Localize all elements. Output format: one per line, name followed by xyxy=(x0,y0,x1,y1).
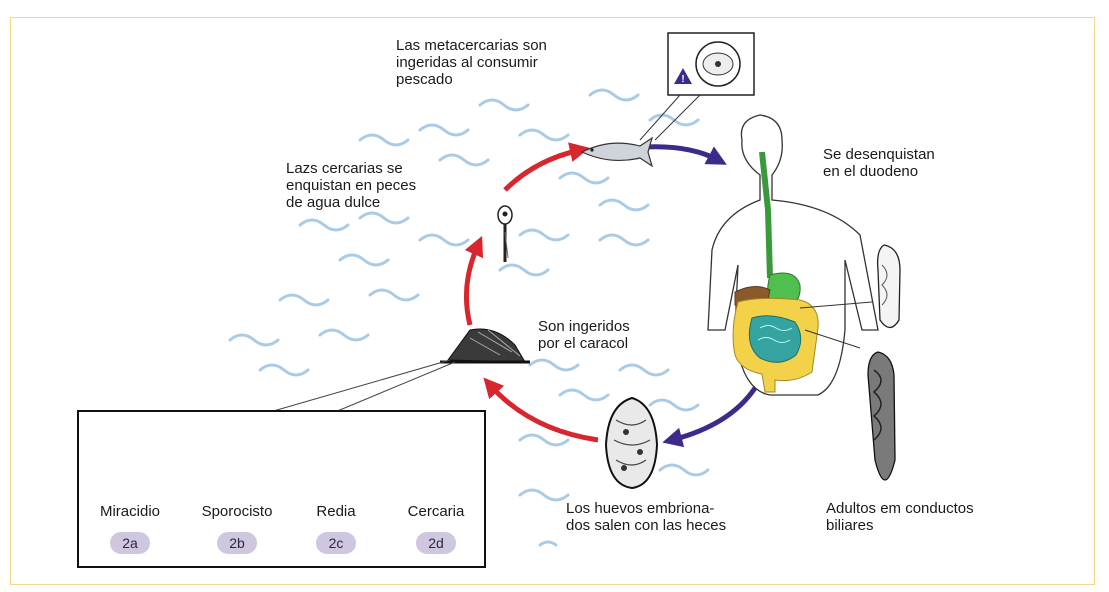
snail-to-cercaria-arrow xyxy=(466,245,478,325)
fish-to-human-arrow xyxy=(645,147,718,160)
label-ingeridos: Son ingeridos por el caracol xyxy=(538,318,630,352)
warning-symbol: ! xyxy=(681,74,684,85)
stage-badge-2a: 2a xyxy=(110,532,150,554)
cercaria-to-fish-arrow xyxy=(505,150,580,190)
label-huevos: Los huevos embriona- dos salen con las h… xyxy=(566,500,726,534)
human-to-egg-arrow xyxy=(672,388,755,440)
label-adultos: Adultos em conductos biliares xyxy=(826,500,974,534)
cercaria-icon xyxy=(498,206,512,262)
stage-label-redia: Redia xyxy=(281,503,391,520)
stage-label-miracidio: Miracidio xyxy=(75,503,185,520)
label-metacercarias: Las metacercarias son ingeridas al consu… xyxy=(396,37,547,88)
metacercaria-cyst-icon xyxy=(640,33,754,140)
stage-badge-2c: 2c xyxy=(316,532,356,554)
stage-label-cercaria: Cercaria xyxy=(381,503,491,520)
label-desenquistan: Se desenquistan en el duodeno xyxy=(823,146,935,180)
stage-label-sporocisto: Sporocisto xyxy=(182,503,292,520)
label-cercarias: Lazs cercarias se enquistan en peces de … xyxy=(286,160,416,211)
stage-badge-2b: 2b xyxy=(217,532,257,554)
fish-icon xyxy=(582,138,652,166)
adult-worm-icon xyxy=(868,245,900,480)
egg-icon xyxy=(606,398,657,488)
stage-badge-2d: 2d xyxy=(416,532,456,554)
